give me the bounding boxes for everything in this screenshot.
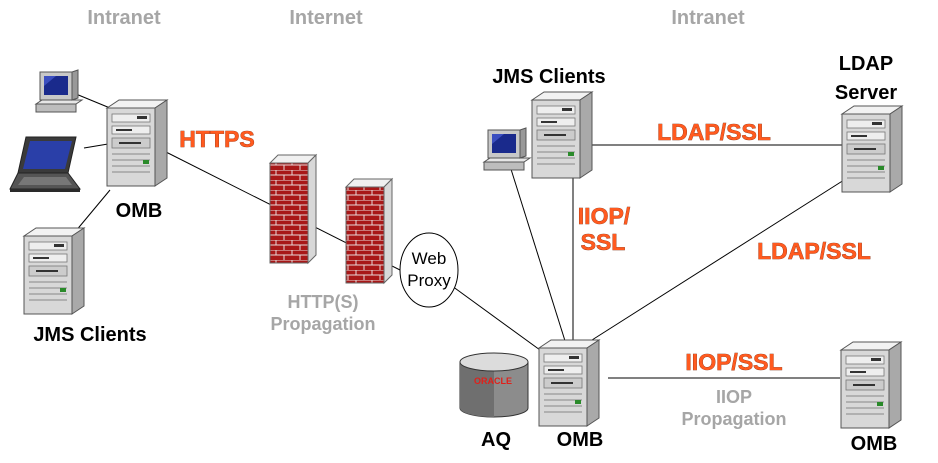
omb-right-label: OMB — [851, 433, 898, 455]
jms-clients-left-label: JMS Clients — [33, 324, 146, 346]
link-ldap-omb-center — [591, 179, 845, 341]
link-desktop-omb-center — [509, 165, 567, 345]
web-proxy-node — [399, 232, 459, 308]
iiop-ssl-vertical-label-line1: IIOP/ — [578, 203, 631, 229]
oracle-logo: ORACLE — [474, 376, 512, 386]
ldap-ssl-top-label: LDAP/SSL — [657, 119, 771, 145]
iiop-propagation-label-line2: Propagation — [681, 409, 786, 429]
http-propagation-label-line1: HTTP(S) — [288, 292, 359, 312]
desktop-computer-right-icon — [483, 127, 531, 171]
link-laptop-omb — [83, 143, 109, 149]
ldap-server-label-line1: LDAP — [839, 53, 893, 75]
laptop-icon — [9, 136, 81, 193]
firewall-1-icon — [268, 153, 318, 265]
iiop-propagation-label-line1: IIOP — [716, 387, 752, 407]
omb-center-label: OMB — [557, 429, 604, 451]
omb-server-left-icon — [106, 99, 168, 187]
https-protocol-label: HTTPS — [179, 126, 254, 152]
jms-client-server-left-icon — [23, 227, 85, 315]
ldap-server-label-line2: Server — [835, 82, 897, 104]
web-proxy-label-line1: Web — [412, 249, 447, 268]
iiop-ssl-vertical-label-line2: SSL — [581, 229, 626, 255]
zone-label-internet: Internet — [289, 7, 363, 29]
link-proxy-omb — [451, 285, 541, 351]
aq-database-icon — [459, 352, 529, 418]
omb-left-label: OMB — [116, 200, 163, 222]
zone-label-intranet-right: Intranet — [671, 7, 745, 29]
firewall-2-icon — [344, 177, 394, 285]
desktop-computer-icon — [35, 69, 83, 113]
iiop-ssl-bottom-label: IIOP/SSL — [685, 349, 782, 375]
zone-label-intranet-left: Intranet — [87, 7, 161, 29]
aq-label: AQ — [481, 429, 511, 451]
jms-client-server-right-icon — [531, 91, 593, 179]
web-proxy-label-line2: Proxy — [407, 271, 451, 290]
omb-server-center-icon — [538, 339, 600, 427]
jms-clients-right-label: JMS Clients — [492, 66, 605, 88]
ldap-server-icon — [841, 105, 903, 193]
link-desktop-omb — [75, 93, 111, 109]
omb-server-right-icon — [840, 341, 902, 429]
ldap-ssl-diagonal-label: LDAP/SSL — [757, 238, 871, 264]
http-propagation-label-line2: Propagation — [270, 314, 375, 334]
